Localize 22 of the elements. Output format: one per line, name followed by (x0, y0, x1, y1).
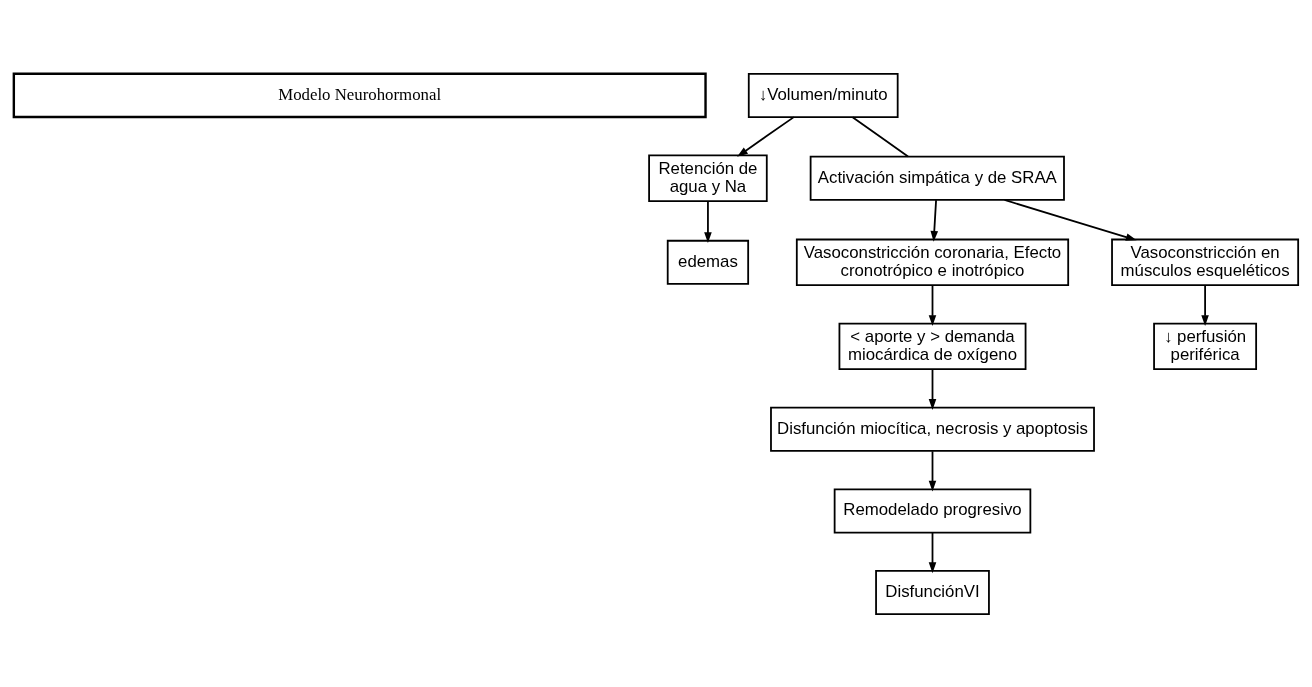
node-box: Modelo Neurohormonal (12, 72, 707, 118)
node-box: edemas (666, 239, 750, 285)
node-box: Retención de agua y Na (648, 154, 768, 202)
arrow (928, 531, 937, 573)
arrow (737, 115, 795, 157)
arrow (928, 284, 937, 326)
arrow (928, 449, 937, 491)
connector (851, 115, 909, 157)
node-box: ↓ perfusión periférica (1153, 322, 1258, 370)
node-box: < aporte y > demanda miocárdica de oxígeno (838, 322, 1027, 370)
arrow (1201, 284, 1209, 326)
node-box: Disfunción miocítica, necrosis y apoptosis (770, 406, 1095, 452)
arrow (704, 199, 712, 243)
node-box: Remodelado progresivo (833, 487, 1032, 533)
node-box: Vasoconstricción en músculos esqueléticos (1111, 238, 1300, 286)
arrow (930, 198, 939, 242)
node-box: ↓Volumen/minuto (747, 72, 899, 118)
node-box: Activación simpática y de SRAA (809, 155, 1065, 201)
arrow (928, 368, 937, 410)
node-box: DisfunciónVI (875, 569, 990, 615)
arrow (1003, 198, 1137, 241)
node-box: Vasoconstricción coronaria, Efecto cronotrópico e inotrópico (795, 238, 1070, 286)
